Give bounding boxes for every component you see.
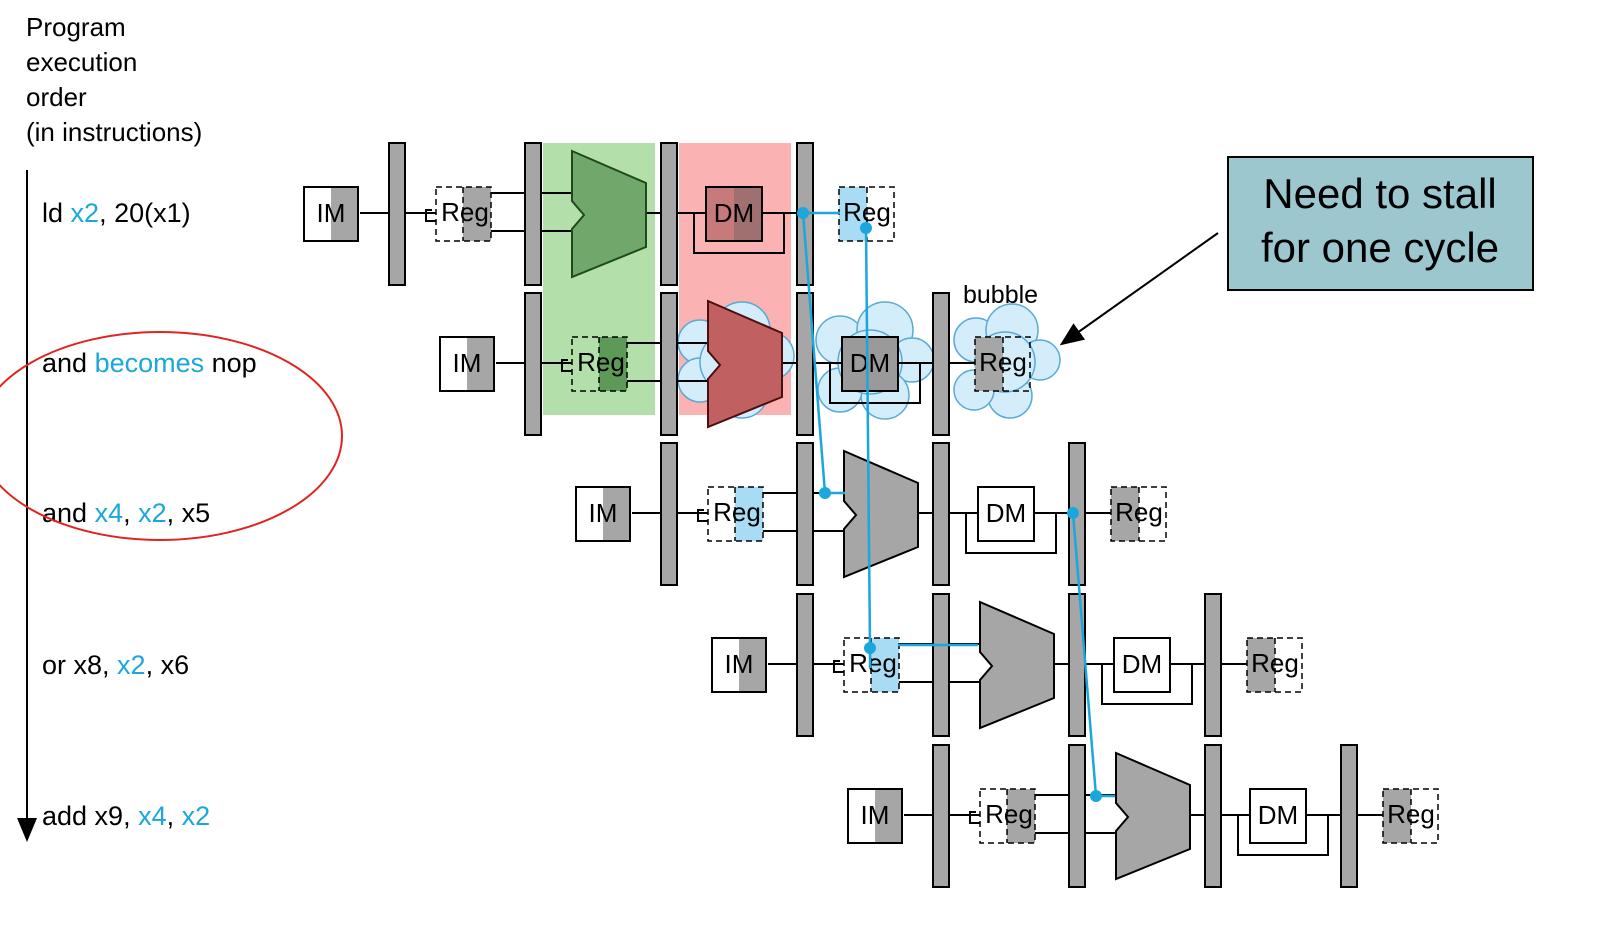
reg-label: Reg <box>1387 799 1435 829</box>
pipeline-register <box>932 442 950 586</box>
register-file-read <box>979 788 1036 844</box>
pipeline-row: IM Reg DM Reg <box>439 292 1031 436</box>
pipeline-register <box>932 593 950 737</box>
pipeline-register <box>524 292 542 436</box>
reg-label: Reg <box>985 799 1033 829</box>
im-label: IM <box>725 649 754 679</box>
pipeline-register <box>796 593 814 737</box>
stall-callout: Need to stall for one cycle <box>1227 156 1534 291</box>
instruction-memory <box>847 788 903 844</box>
instruction-label: ld x2, 20(x1) <box>42 198 191 228</box>
pipeline-register <box>660 142 678 286</box>
pipeline-register <box>1068 593 1086 737</box>
reg-label: Reg <box>441 197 489 227</box>
register-file-read <box>571 336 628 392</box>
dm-label: DM <box>1258 800 1298 830</box>
register-file-write <box>1110 486 1167 542</box>
pipeline-register <box>1204 744 1222 888</box>
pipeline-register <box>1340 744 1358 888</box>
pipeline-register <box>1068 744 1086 888</box>
alu <box>979 600 1055 730</box>
register-file-read <box>843 637 900 693</box>
alu <box>1115 751 1191 881</box>
reg-label: Reg <box>843 197 891 227</box>
pipeline-register <box>796 442 814 586</box>
axis-label: Program execution order (in instructions… <box>26 12 202 147</box>
im-label: IM <box>589 498 618 528</box>
pipeline-row: IM Reg DM Reg <box>575 442 1167 586</box>
pipeline-row: IM Reg DM Reg <box>847 744 1439 888</box>
im-label: IM <box>453 348 482 378</box>
callout-line-1: Need to stall <box>1263 170 1496 217</box>
pipeline-register <box>524 142 542 286</box>
im-label: IM <box>861 800 890 830</box>
bubble-label: bubble <box>963 281 1038 309</box>
pipeline-register <box>932 292 950 436</box>
data-memory <box>1249 788 1307 844</box>
pipeline-register <box>932 744 950 888</box>
instruction-label: and becomes nop <box>42 348 257 378</box>
register-file-write <box>974 336 1031 392</box>
register-file-read <box>707 486 764 542</box>
pipeline-register <box>1204 593 1222 737</box>
data-memory <box>841 336 899 392</box>
alu <box>571 149 647 279</box>
register-file-write <box>1246 637 1303 693</box>
forwarding-dots <box>797 207 1102 802</box>
pipeline-register <box>388 142 406 286</box>
instruction-label: and x4, x2, x5 <box>42 498 210 528</box>
im-label: IM <box>317 198 346 228</box>
reg-label: Reg <box>577 347 625 377</box>
highlight-circle <box>0 331 343 541</box>
register-file-read <box>435 186 492 242</box>
register-file-write <box>1382 788 1439 844</box>
pipeline-register <box>660 442 678 586</box>
instruction-memory <box>575 486 631 542</box>
dm-label: DM <box>714 198 754 228</box>
reg-label: Reg <box>1115 497 1163 527</box>
data-memory <box>705 186 763 242</box>
reg-label: Reg <box>713 497 761 527</box>
reg-label: Reg <box>1251 648 1299 678</box>
callout-arrow <box>1059 232 1219 346</box>
instruction-label: or x8, x2, x6 <box>42 650 189 680</box>
instruction-memory <box>711 637 767 693</box>
forwarding-paths <box>801 211 1115 798</box>
alu <box>843 449 919 579</box>
pipeline-register <box>660 292 678 436</box>
instruction-list: ld x2, 20(x1) and becomes nop and x4, x2… <box>42 198 257 831</box>
reg-label: Reg <box>979 347 1027 377</box>
dm-label: DM <box>1122 649 1162 679</box>
instruction-memory <box>439 336 495 392</box>
callout-line-2: for one cycle <box>1261 224 1499 271</box>
dm-label: DM <box>850 348 890 378</box>
alu <box>707 299 783 429</box>
dm-label: DM <box>986 498 1026 528</box>
instruction-memory <box>303 186 359 242</box>
data-memory <box>977 486 1035 542</box>
instruction-label: add x9, x4, x2 <box>42 801 210 831</box>
data-memory <box>1113 637 1171 693</box>
